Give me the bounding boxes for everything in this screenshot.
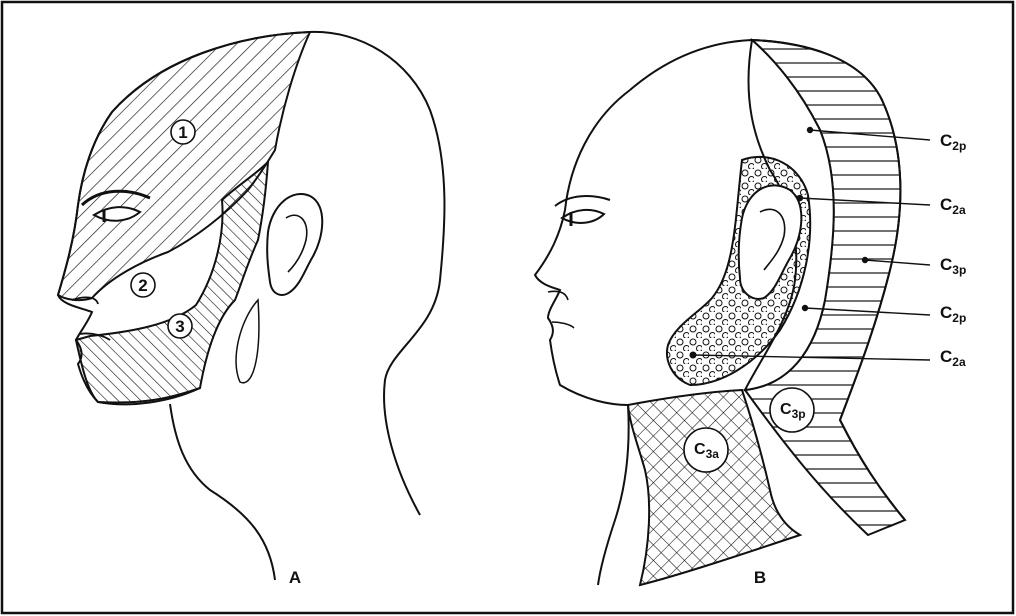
zone-1-label: 1: [178, 123, 187, 142]
zone-3-label: 3: [175, 317, 184, 336]
panel-b-label: B: [754, 568, 766, 587]
panel-a-label: A: [289, 568, 301, 587]
zone-2-label: 2: [138, 276, 147, 295]
